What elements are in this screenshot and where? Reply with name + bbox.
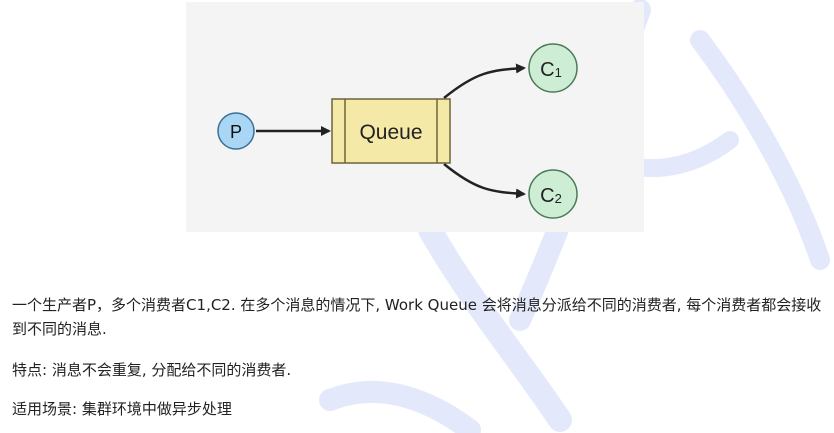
consumer-node-1: C1 (528, 43, 578, 93)
producer-node: P (217, 112, 255, 150)
queue-label: Queue (359, 121, 422, 144)
scenario-paragraph: 适用场景: 集群环境中做异步处理 (12, 400, 232, 418)
producer-label: P (230, 122, 242, 142)
features-paragraph: 特点: 消息不会重复, 分配给不同的消费者. (12, 361, 292, 379)
edge-queue-consumer1 (443, 63, 526, 99)
edge-queue-consumer2 (443, 163, 526, 199)
consumer-node-2: C2 (528, 169, 578, 219)
diagram-panel: P Queue C1 C2 (186, 2, 644, 232)
work-queue-diagram: P Queue C1 C2 (217, 43, 578, 219)
description-paragraph: 一个生产者P，多个消费者C1,C2. 在多个消息的情况下, Work Queue… (12, 296, 822, 338)
queue-node: Queue (331, 98, 451, 164)
